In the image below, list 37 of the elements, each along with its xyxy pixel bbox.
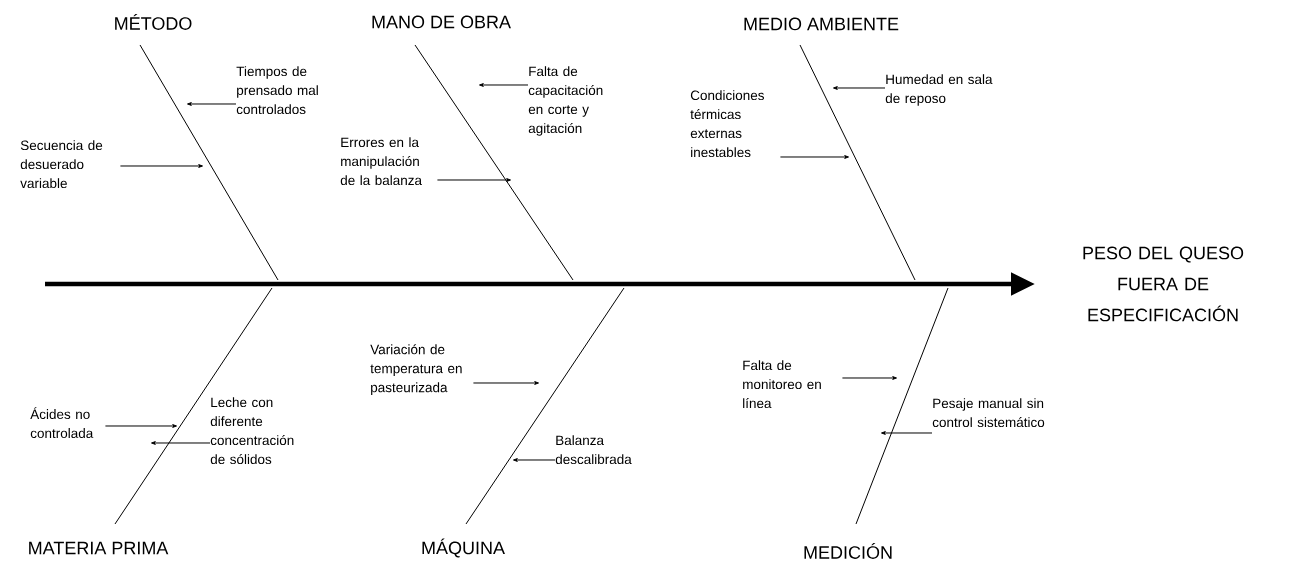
cause-label: Balanza descalibrada	[555, 435, 632, 465]
arrow	[104, 424, 178, 428]
arrow	[187, 102, 237, 106]
cause-label: Variación de temperatura en pasteurizada	[370, 344, 462, 395]
category-label: MANO DE OBRA	[372, 15, 511, 29]
category-label: MEDICIÓN	[804, 543, 892, 559]
arrow	[436, 178, 512, 182]
cause-label: Errores en la manipulación de la balanza	[340, 137, 422, 186]
arrow	[119, 164, 204, 168]
bone-line	[799, 44, 916, 281]
bone-line	[414, 44, 574, 281]
cause-label: Tiempos de prensado mal controlados	[236, 66, 318, 115]
bone-line	[465, 287, 625, 525]
arrow	[479, 83, 529, 87]
effect-label: PESO DEL QUESO FUERA DE ESPECIFICACIÓN	[1083, 246, 1244, 322]
bone-line	[139, 44, 279, 281]
arrow	[881, 431, 933, 435]
cause-label: Condiciones térmicas externas inestables	[690, 90, 764, 158]
cause-label: Falta de capacitación en corte y agitación	[528, 66, 603, 136]
arrow	[841, 376, 897, 380]
cause-label: Falta de monitoreo en línea	[743, 360, 821, 409]
cause-label: Leche con diferente concentración de sólidos	[210, 397, 294, 465]
cause-label: Ácides no controlada	[30, 407, 94, 438]
arrow	[833, 86, 886, 90]
arrow	[472, 381, 539, 385]
category-label: MATERIA PRIMA	[29, 541, 169, 555]
cause-label: Humedad en sala de reposo	[885, 74, 993, 106]
arrow	[513, 458, 556, 462]
cause-label: Pesaje manual sin control sistemático	[932, 398, 1045, 428]
arrow	[779, 155, 849, 159]
arrow	[151, 441, 211, 445]
category-label: MÉTODO	[115, 14, 192, 30]
category-label: MÁQUINA	[422, 538, 505, 558]
cause-label: Secuencia de desuerado variable	[20, 140, 103, 189]
bone-line	[855, 287, 949, 525]
category-label: MEDIO AMBIENTE	[744, 17, 899, 31]
bone-line	[114, 287, 273, 525]
